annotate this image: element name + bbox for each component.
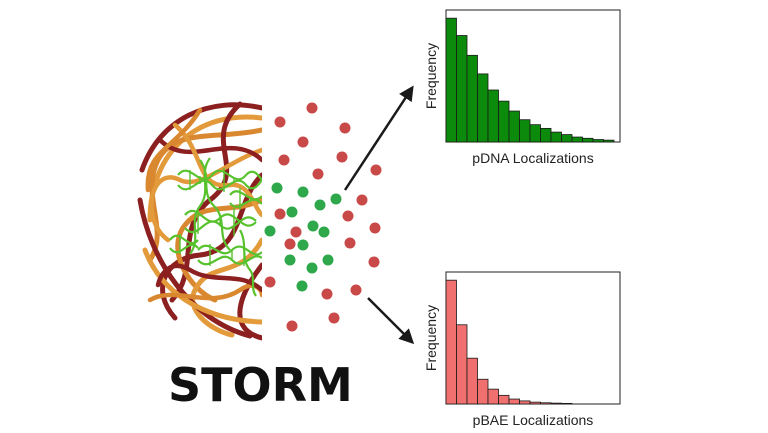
localization-dot-green: [286, 206, 298, 218]
pdna-bar: [466, 54, 478, 143]
localization-dot-red: [278, 154, 290, 166]
pbae-histogram: Frequency pBAE Localizations: [423, 271, 621, 428]
polymer-fiber: [139, 102, 262, 173]
pdna-bar: [498, 100, 510, 143]
localization-dot-red: [284, 238, 296, 250]
localization-dot-green: [297, 186, 309, 198]
pdna-bar: [550, 131, 562, 143]
localization-dot-green: [264, 225, 276, 237]
arrow-to-pbae: [367, 297, 415, 345]
pdna-bar: [508, 110, 520, 143]
pbae-bar: [456, 324, 468, 405]
localization-dot-red: [274, 208, 286, 220]
pdna-bar: [477, 73, 489, 143]
pbae-bar: [540, 402, 552, 405]
polymer-fiber: [160, 172, 262, 321]
pbae-ylabel: Frequency: [423, 305, 439, 371]
localization-dot-green: [314, 199, 326, 211]
pdna-bar: [456, 35, 468, 143]
pdna-ylabel: Frequency: [423, 43, 439, 109]
localization-points: [264, 102, 382, 332]
pbae-bar: [550, 402, 562, 405]
pdna-bar: [487, 89, 499, 143]
pbae-bar: [445, 279, 457, 405]
localization-dot-green: [330, 193, 342, 205]
pbae-bars: [445, 279, 573, 405]
pdna-bar: [529, 124, 541, 143]
localization-dot-red: [321, 288, 333, 300]
pbae-bar: [466, 357, 478, 405]
pbae-bar: [529, 401, 541, 405]
polymer-fiber: [190, 237, 262, 338]
localization-dot-green: [296, 280, 308, 292]
pdna-bar: [445, 17, 457, 143]
pdna-histogram: Frequency pDNA Localizations: [423, 9, 621, 166]
pbae-bar: [561, 402, 573, 405]
pbae-bar: [519, 400, 531, 405]
pdna-bar: [592, 139, 604, 143]
polymer-fiber: [175, 197, 262, 303]
localization-dot-red: [342, 210, 354, 222]
dna-rungs: [179, 168, 245, 266]
pdna-bar: [582, 137, 594, 143]
polymer-fiber: [172, 122, 262, 218]
arrow-to-pdna: [343, 85, 414, 191]
polymer-fiber: [237, 262, 262, 341]
pdna-bar: [603, 139, 615, 143]
polymer-fiber: [149, 147, 262, 243]
pbae-bar: [487, 388, 499, 405]
localization-dot-red: [297, 136, 309, 148]
polymer-fiber: [157, 137, 262, 163]
localization-dot-red: [286, 320, 298, 332]
pdna-bars: [445, 17, 615, 143]
polymer-fiber: [137, 197, 253, 339]
pdna-bar: [571, 136, 583, 143]
pbae-bar: [508, 398, 520, 405]
pdna-bar: [561, 134, 573, 143]
localization-dot-red: [328, 312, 340, 324]
localization-dot-green: [307, 220, 319, 232]
localization-dot-red: [368, 256, 380, 268]
localization-dot-red: [339, 122, 351, 134]
storm-title: STORM: [168, 358, 353, 412]
polymer-fiber: [145, 107, 203, 193]
localization-dot-red: [356, 194, 368, 206]
pbae-bar: [477, 378, 489, 405]
localization-dot-red: [369, 222, 381, 234]
localization-dot-green: [322, 254, 334, 266]
localization-dot-red: [306, 102, 318, 114]
polymer-fiber: [142, 247, 262, 325]
localization-dot-green: [297, 239, 309, 251]
polymer-fiber: [155, 263, 262, 293]
localization-dot-red: [344, 237, 356, 249]
pdna-bar: [519, 119, 531, 143]
pbae-xlabel: pBAE Localizations: [473, 412, 594, 428]
localization-dot-red: [312, 168, 324, 180]
nanoparticle-half: [137, 101, 262, 341]
localization-dot-green: [306, 262, 318, 274]
localization-dot-red: [290, 226, 302, 238]
pdna-xlabel: pDNA Localizations: [472, 150, 593, 166]
localization-dot-red: [274, 116, 286, 128]
localization-dot-red: [350, 284, 362, 296]
pdna-bar: [540, 127, 552, 143]
localization-dot-green: [318, 226, 330, 238]
localization-dot-red: [264, 276, 276, 288]
localization-dot-green: [271, 182, 283, 194]
localization-dot-green: [284, 254, 296, 266]
localization-dot-red: [336, 151, 348, 163]
localization-dot-red: [370, 164, 382, 176]
pbae-bar: [498, 394, 510, 405]
